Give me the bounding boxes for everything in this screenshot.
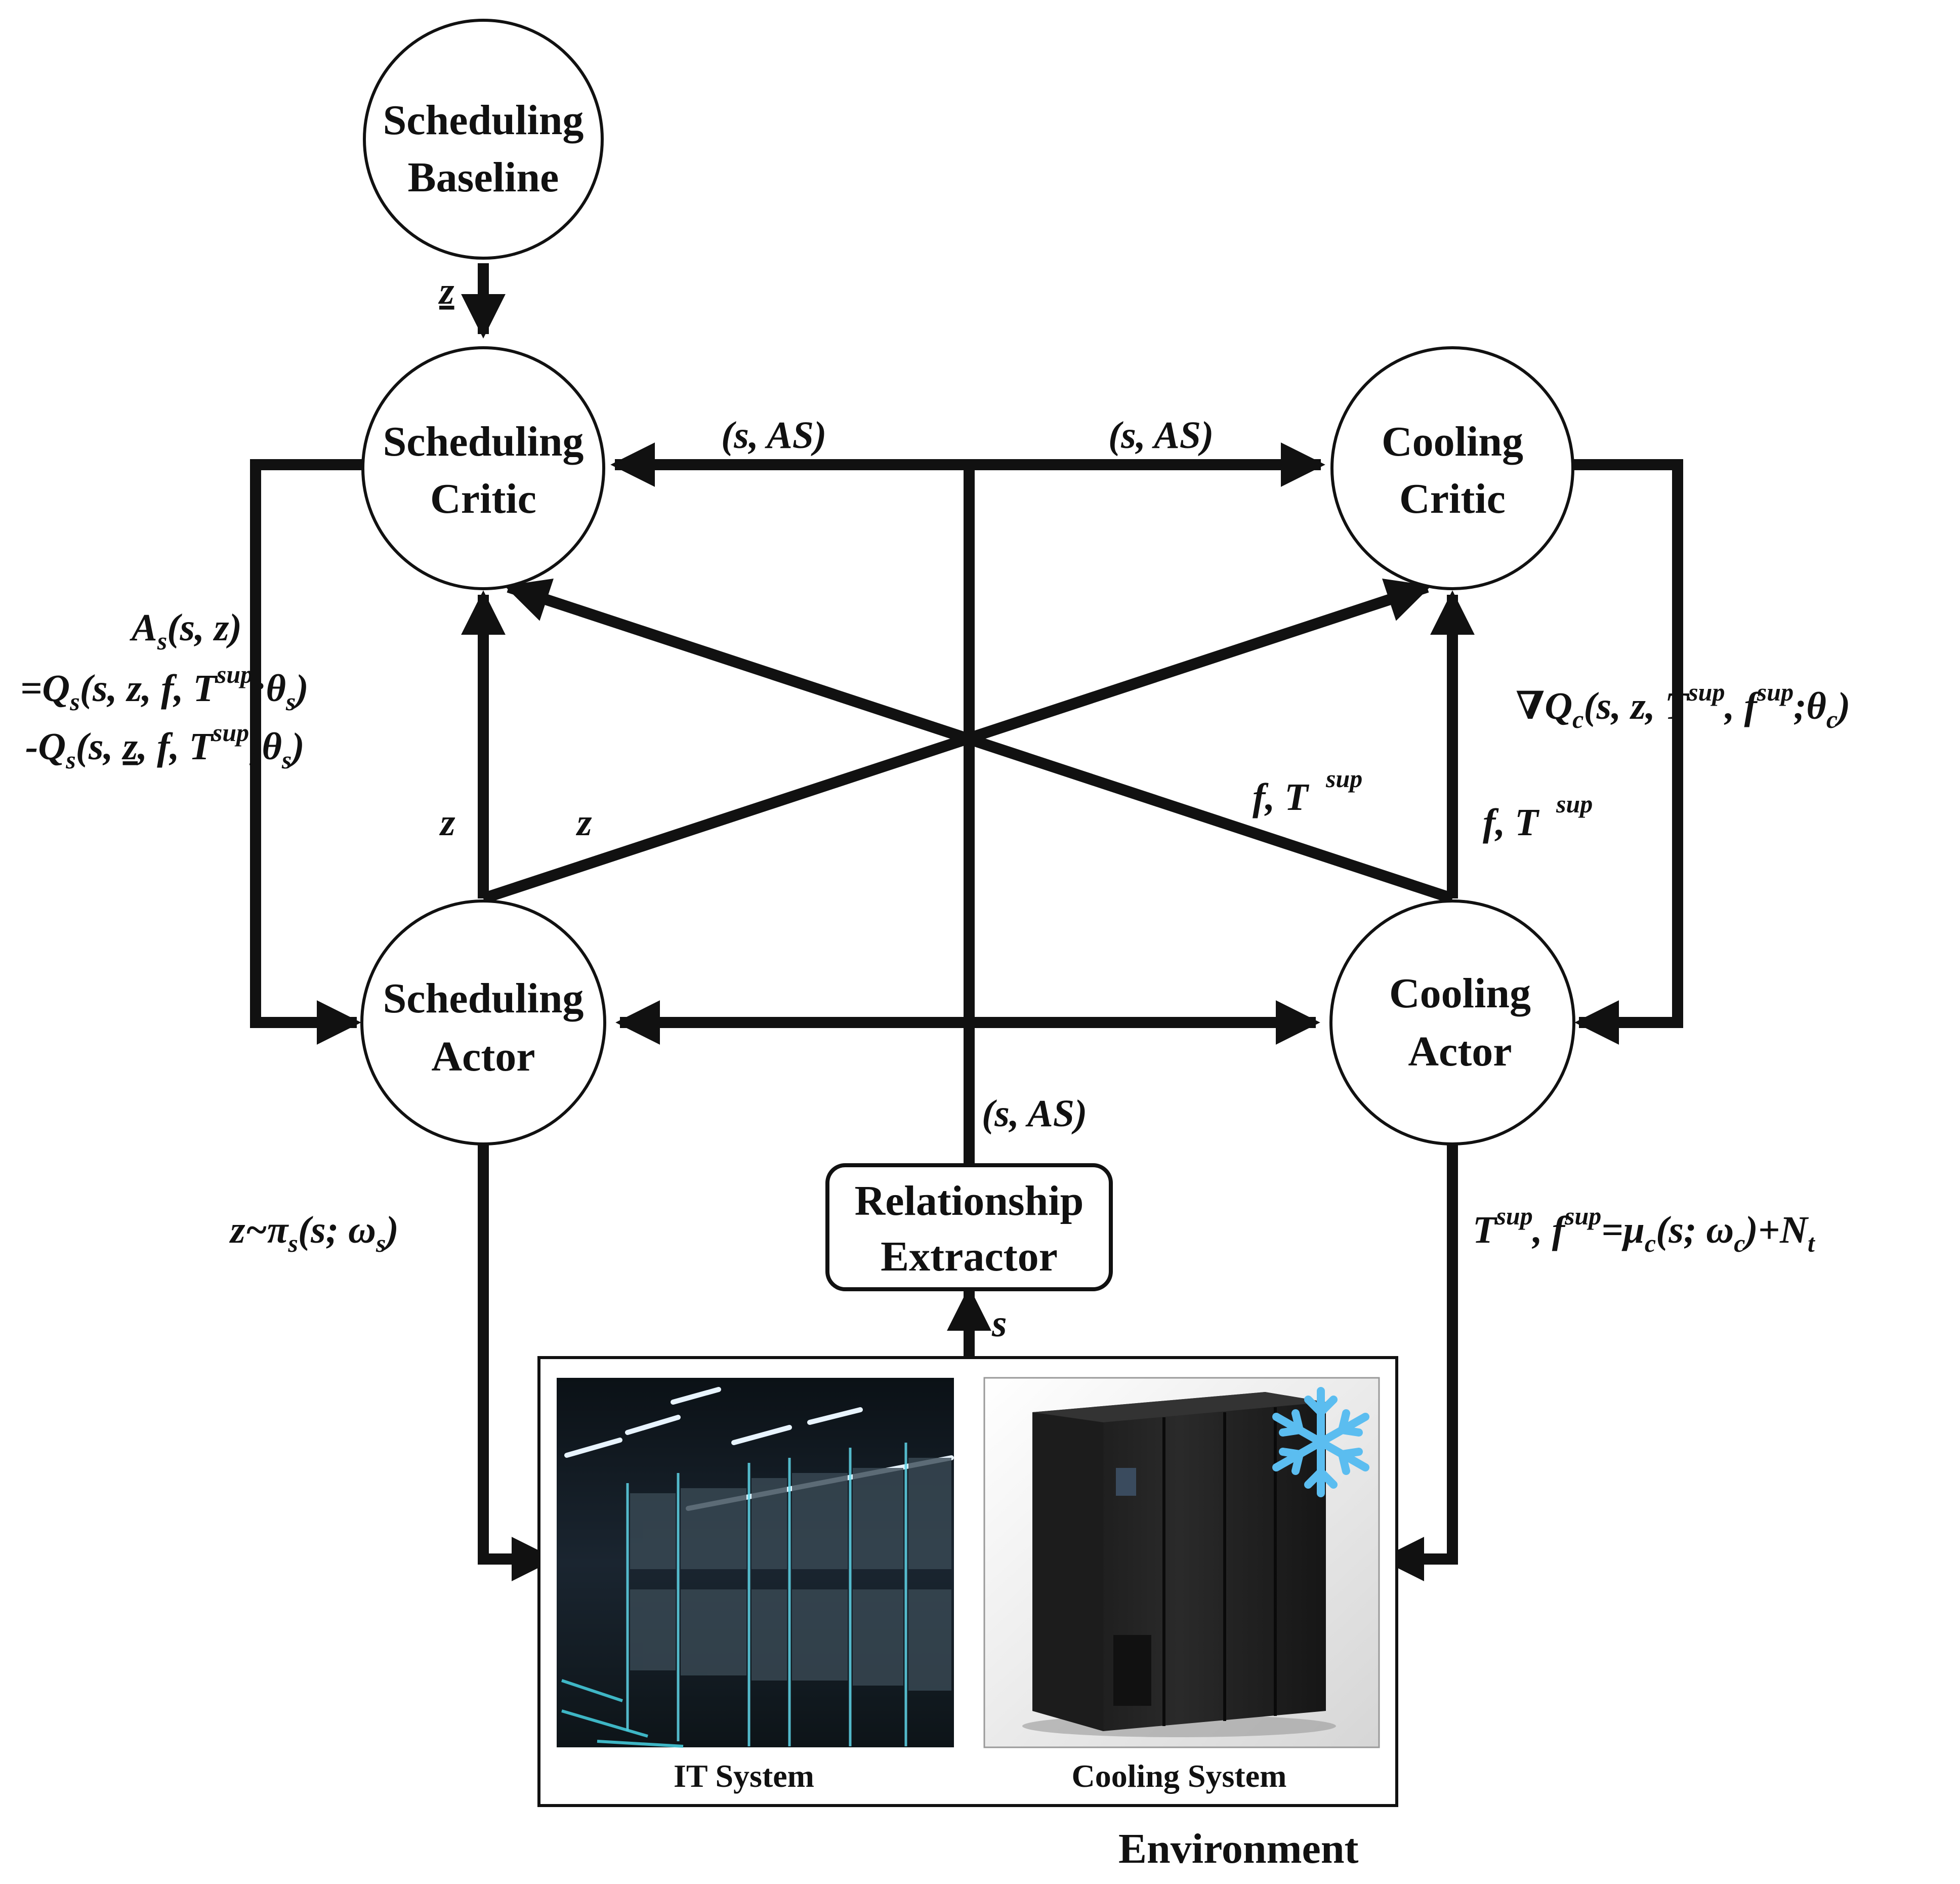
policy-scheduling: z~πs(s; ωs)	[229, 1209, 399, 1257]
cooling-system-caption: Cooling System	[1072, 1758, 1287, 1794]
edge-cool-critic-to-cool-actor	[1573, 459, 1683, 1045]
policy-cooling: Tsup, fsup=μc(s; ωc)+Nt	[1473, 1202, 1816, 1257]
edge-cool-actor-to-sched-critic	[504, 579, 1454, 904]
cooling-actor-line2: Actor	[1408, 1028, 1512, 1075]
label-sas-left: (s, AS)	[721, 414, 826, 457]
label-sas-right: (s, AS)	[1108, 414, 1214, 457]
label-f-t-center-sup: sup	[1325, 764, 1362, 793]
advantage-line2: =Qs(s, z, f, Tsup;θs)	[20, 660, 309, 716]
gradient-formula: ∇Qc(s, z, Tsup, fsup;θc)	[1516, 678, 1850, 733]
scheduling-actor-line2: Actor	[431, 1033, 535, 1080]
edge-cool-actor-to-env	[1380, 1145, 1458, 1581]
edge-sched-critic-to-sched-actor	[250, 459, 363, 1045]
advantage-formula: As(s, z) =Qs(s, z, f, Tsup;θs) -Qs(s, z,…	[20, 606, 309, 774]
environment-box: IT System Cooling System	[537, 1356, 1398, 1807]
label-z-left: z	[439, 801, 455, 844]
scheduling-critic-line1: Scheduling	[383, 418, 584, 465]
label-z-right: z	[575, 801, 592, 844]
scheduling-critic-line2: Critic	[430, 475, 536, 522]
label-f-t-right: f, T	[1483, 801, 1539, 844]
node-cooling-critic: Cooling Critic	[1330, 346, 1574, 590]
it-system-caption: IT System	[674, 1758, 814, 1794]
label-sas-center: (s, AS)	[982, 1092, 1087, 1135]
scheduling-baseline-line2: Baseline	[408, 154, 559, 201]
node-scheduling-baseline: Scheduling Baseline	[363, 19, 604, 260]
edges	[250, 263, 1683, 1581]
advantage-line1: As(s, z)	[130, 606, 242, 655]
environment-title: Environment	[1118, 1825, 1359, 1872]
label-f-tsup-right: f, T sup	[1483, 790, 1593, 844]
scheduling-actor-line1: Scheduling	[383, 975, 584, 1022]
snowflake-icon	[1272, 1387, 1369, 1497]
advantage-line3: -Qs(s, z, f, Tsup;θs)	[25, 718, 305, 774]
relationship-extractor-line2: Extractor	[881, 1233, 1058, 1280]
cooling-critic-line1: Cooling	[1382, 418, 1523, 465]
it-system-image	[557, 1378, 954, 1748]
label-baseline-z: z	[438, 270, 454, 312]
edge-sched-actor-to-cool-critic	[481, 579, 1432, 904]
node-scheduling-critic: Scheduling Critic	[361, 346, 605, 590]
relationship-extractor-line1: Relationship	[855, 1177, 1084, 1224]
cooling-critic-line2: Critic	[1399, 475, 1506, 522]
cooling-system-image	[983, 1377, 1380, 1748]
node-scheduling-actor: Scheduling Actor	[360, 899, 606, 1145]
edge-sched-actor-to-env	[478, 1145, 556, 1581]
label-env-s: s	[991, 1302, 1007, 1345]
node-relationship-extractor: Relationship Extractor	[825, 1163, 1113, 1291]
label-f-t-right-sup: sup	[1556, 790, 1593, 818]
scheduling-baseline-line1: Scheduling	[383, 97, 584, 144]
label-f-t-center: f, T	[1253, 776, 1309, 818]
label-f-tsup-center: f, T sup	[1253, 764, 1362, 818]
cooling-actor-line1: Cooling	[1389, 970, 1531, 1017]
node-cooling-actor: Cooling Actor	[1329, 899, 1575, 1145]
